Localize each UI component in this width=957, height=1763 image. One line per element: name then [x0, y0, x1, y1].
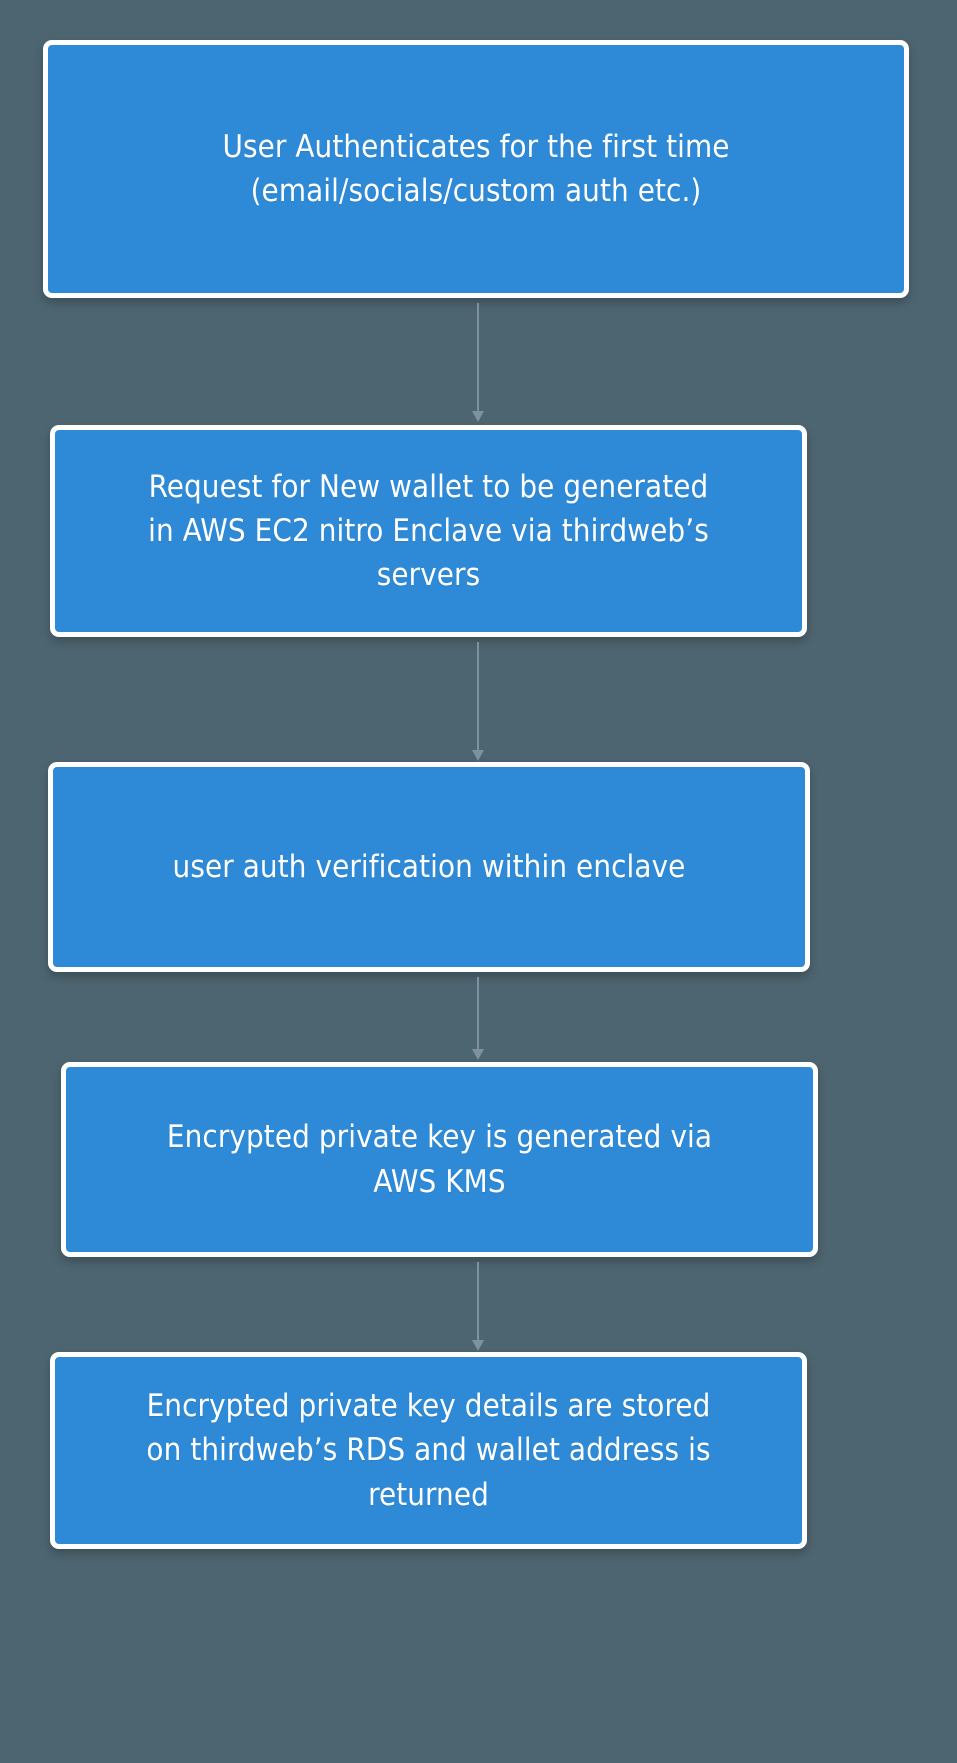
arrowhead-icon — [472, 750, 484, 761]
arrowhead-icon — [472, 1049, 484, 1060]
flow-node-3-label: user auth verification within enclave — [172, 848, 686, 885]
flow-node-2[interactable]: Request for New wallet to be generated i… — [50, 425, 807, 637]
flow-node-4-label: Encrypted private key is generated via A… — [166, 1119, 713, 1200]
edge-line — [477, 1262, 479, 1340]
edge-line — [477, 303, 479, 411]
flow-node-1[interactable]: User Authenticates for the first time (e… — [43, 40, 909, 298]
flow-node-3[interactable]: user auth verification within enclave — [48, 762, 810, 972]
arrowhead-icon — [472, 1340, 484, 1351]
flow-node-2-label: Request for New wallet to be generated i… — [148, 468, 709, 593]
flow-node-5[interactable]: Encrypted private key details are stored… — [50, 1352, 807, 1549]
edge-line — [477, 642, 479, 750]
flow-node-1-label: User Authenticates for the first time (e… — [222, 128, 730, 209]
edge-line — [477, 977, 479, 1049]
flow-node-4[interactable]: Encrypted private key is generated via A… — [61, 1062, 818, 1257]
flow-node-5-label: Encrypted private key details are stored… — [146, 1388, 711, 1513]
arrowhead-icon — [472, 411, 484, 422]
